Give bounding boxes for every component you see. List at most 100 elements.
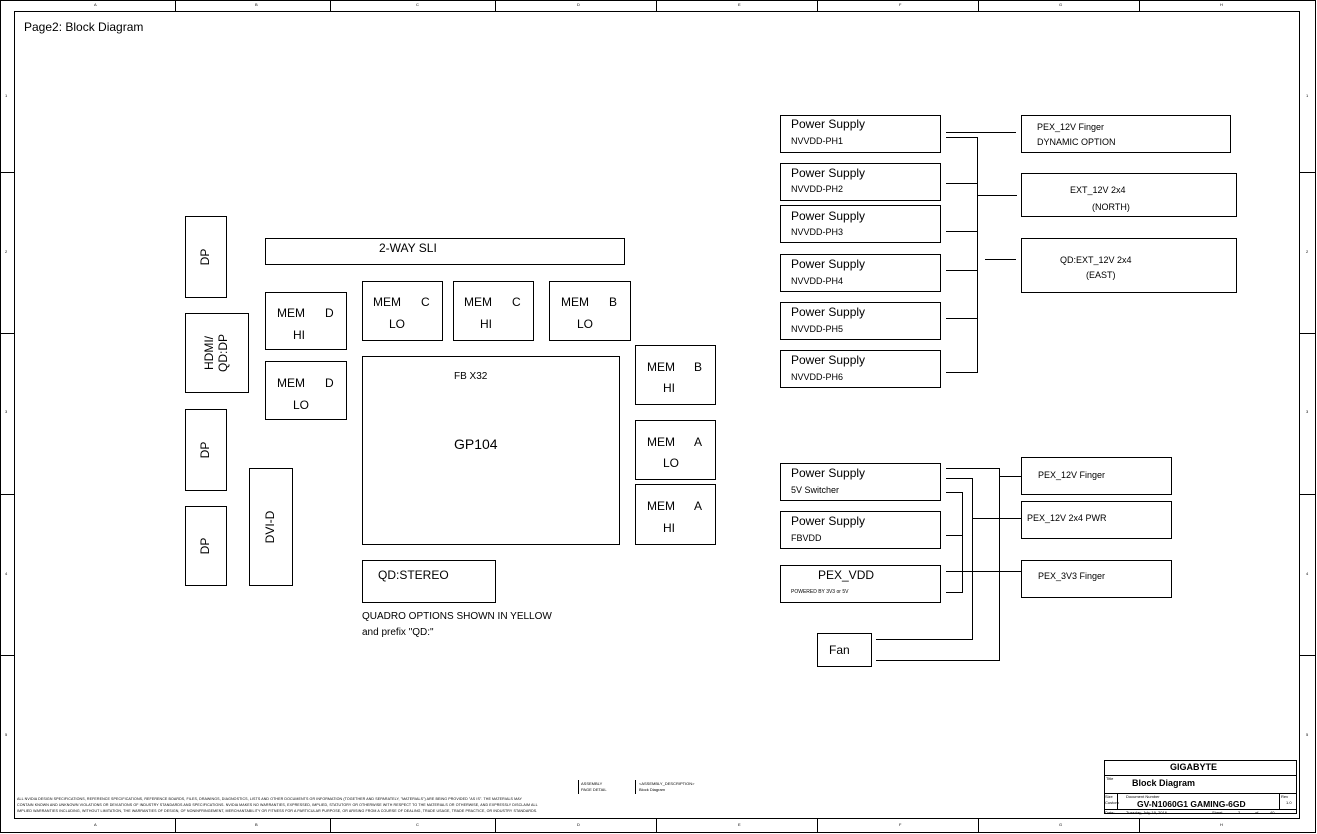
- mem-d-lo: MEM D LO: [265, 361, 347, 420]
- gpu-name: GP104: [454, 436, 498, 452]
- zone-col-e: E: [738, 2, 741, 7]
- ext-12v-north: EXT_12V 2x4 (NORTH): [1021, 173, 1237, 217]
- zone-row-3-right: 3: [1306, 409, 1309, 414]
- zone-col-g-bottom: G: [1059, 822, 1063, 827]
- fan-label: Fan: [829, 643, 850, 657]
- power-supply-ph2: Power Supply NVVDD-PH2: [780, 163, 941, 201]
- mem-d-hi-channel: D: [325, 306, 334, 320]
- power-supply-ph5-sub: NVVDD-PH5: [791, 324, 844, 334]
- sli-label: 2-WAY SLI: [379, 241, 437, 255]
- mem-b-lo-pos: LO: [577, 317, 594, 331]
- sheet-inner-border: [14, 11, 1300, 819]
- title-block: [1104, 760, 1297, 814]
- zone-row-5-right: 5: [1306, 732, 1309, 737]
- zone-col-h: H: [1220, 2, 1223, 7]
- zone-row-3: 3: [5, 409, 8, 414]
- power-supply-ph6-sub: NVVDD-PH6: [791, 372, 844, 382]
- power-supply-ph5: Power Supply NVVDD-PH5: [780, 302, 941, 340]
- zone-col-f-bottom: F: [899, 822, 902, 827]
- fan: Fan: [817, 633, 872, 667]
- power-supply-ph1-sub: NVVDD-PH1: [791, 136, 844, 146]
- title-block-docnum-label: Document Number: [1126, 794, 1160, 799]
- zone-col-a-bottom: A: [94, 822, 97, 827]
- power-supply-5v-switcher: Power Supply 5V Switcher: [780, 463, 941, 501]
- mem-c-lo: MEM C LO: [362, 281, 443, 341]
- title-block-title-label: Title: [1106, 776, 1114, 781]
- title-block-date: Tuesday, July 19, 2016: [1126, 810, 1167, 815]
- title-block-of-label: of: [1255, 810, 1259, 815]
- mem-a-lo-channel: A: [694, 435, 703, 449]
- zone-col-d-bottom: D: [577, 822, 580, 827]
- mem-c-lo-name: MEM: [373, 295, 401, 309]
- mem-c-hi: MEM C HI: [453, 281, 534, 341]
- power-supply-ph3: Power Supply NVVDD-PH3: [780, 205, 941, 243]
- title-block-size-label: Size: [1105, 794, 1113, 799]
- zone-col-d: D: [577, 2, 580, 7]
- pex-12v-finger: PEX_12V Finger: [1021, 457, 1172, 495]
- zone-row-1-right: 1: [1306, 93, 1309, 98]
- stereo-connector: QD:STEREO: [362, 560, 496, 603]
- connector-hdmi-label: HDMI/ QD:DP: [202, 333, 230, 373]
- connector-dvi-label: DVI-D: [263, 510, 278, 544]
- zone-row-2: 2: [5, 249, 8, 254]
- power-supply-ph3-title: Power Supply: [791, 209, 866, 223]
- mem-c-lo-pos: LO: [389, 317, 406, 331]
- ext-12v-north-line2: (NORTH): [1092, 202, 1130, 212]
- zone-col-c-bottom: C: [416, 822, 419, 827]
- ext-12v-east-line2: (EAST): [1086, 270, 1116, 280]
- mem-b-hi-pos: HI: [663, 381, 675, 395]
- zone-row-1: 1: [5, 93, 8, 98]
- pex-3v3-finger-label: PEX_3V3 Finger: [1038, 571, 1106, 581]
- power-supply-ph5-title: Power Supply: [791, 305, 866, 319]
- pex-12v-finger-dynamic: PEX_12V Finger DYNAMIC OPTION: [1021, 115, 1231, 153]
- pex-12v-finger-dynamic-line2: DYNAMIC OPTION: [1037, 137, 1116, 147]
- pex-vdd-sub: POWERED BY 3V3 or 5V: [791, 589, 849, 595]
- connector-dp-2: DP: [185, 409, 227, 491]
- ext-12v-east: QD:EXT_12V 2x4 (EAST): [1021, 238, 1237, 293]
- title-block-date-label: Date:: [1105, 810, 1115, 815]
- power-supply-ph4-title: Power Supply: [791, 257, 866, 271]
- zone-col-c: C: [416, 2, 419, 7]
- connector-hdmi: HDMI/ QD:DP: [185, 313, 249, 393]
- title-block-size-value: Custom: [1105, 800, 1119, 805]
- mem-b-hi-name: MEM: [647, 360, 675, 374]
- pex-12v-finger-label: PEX_12V Finger: [1038, 470, 1106, 480]
- gpu-block: FB X32 GP104: [362, 356, 620, 545]
- zone-col-a: A: [94, 2, 97, 7]
- mem-c-lo-channel: C: [421, 295, 430, 309]
- power-supply-fbvdd: Power Supply FBVDD: [780, 511, 941, 549]
- pex-12v-2x4-pwr-label: PEX_12V 2x4 PWR: [1027, 513, 1107, 523]
- connector-dvi: DVI-D: [249, 468, 293, 586]
- title-block-sheets: 40: [1270, 810, 1275, 815]
- zone-col-h-bottom: H: [1220, 822, 1223, 827]
- mem-a-hi: MEM A HI: [635, 484, 716, 545]
- mem-c-hi-pos: HI: [480, 317, 492, 331]
- ext-12v-north-line1: EXT_12V 2x4: [1070, 185, 1126, 195]
- power-supply-ph3-sub: NVVDD-PH3: [791, 227, 844, 237]
- title-block-sheet: 2: [1238, 810, 1241, 815]
- power-supply-ph6: Power Supply NVVDD-PH6: [780, 350, 941, 388]
- power-supply-ph4: Power Supply NVVDD-PH4: [780, 254, 941, 292]
- mem-d-hi: MEM D HI: [265, 292, 347, 350]
- mem-a-hi-channel: A: [694, 499, 703, 513]
- mem-b-lo-channel: B: [609, 295, 618, 309]
- connector-dp-1: DP: [185, 216, 227, 298]
- mem-c-hi-channel: C: [512, 295, 521, 309]
- zone-col-f: F: [899, 2, 902, 7]
- zone-col-b: B: [255, 2, 258, 7]
- connector-dp-3: DP: [185, 506, 227, 586]
- quadro-note-line1: QUADRO OPTIONS SHOWN IN YELLOW: [362, 611, 552, 622]
- connector-dp-1-label: DP: [198, 248, 213, 266]
- zone-row-4-right: 4: [1306, 571, 1309, 576]
- power-supply-fbvdd-title: Power Supply: [791, 514, 866, 528]
- power-supply-5v-switcher-title: Power Supply: [791, 466, 866, 480]
- power-supply-ph2-sub: NVVDD-PH2: [791, 184, 844, 194]
- mem-a-lo-pos: LO: [663, 456, 680, 470]
- assembly-col2-line1: <ASSEMBLY_DESCRIPTION>: [639, 781, 695, 786]
- mem-d-lo-name: MEM: [277, 376, 305, 390]
- mem-a-hi-pos: HI: [663, 521, 675, 535]
- pex-12v-finger-dynamic-line1: PEX_12V Finger: [1037, 122, 1105, 132]
- ext-12v-east-line1: QD:EXT_12V 2x4: [1060, 255, 1132, 265]
- quadro-note-line2: and prefix "QD:": [362, 627, 434, 638]
